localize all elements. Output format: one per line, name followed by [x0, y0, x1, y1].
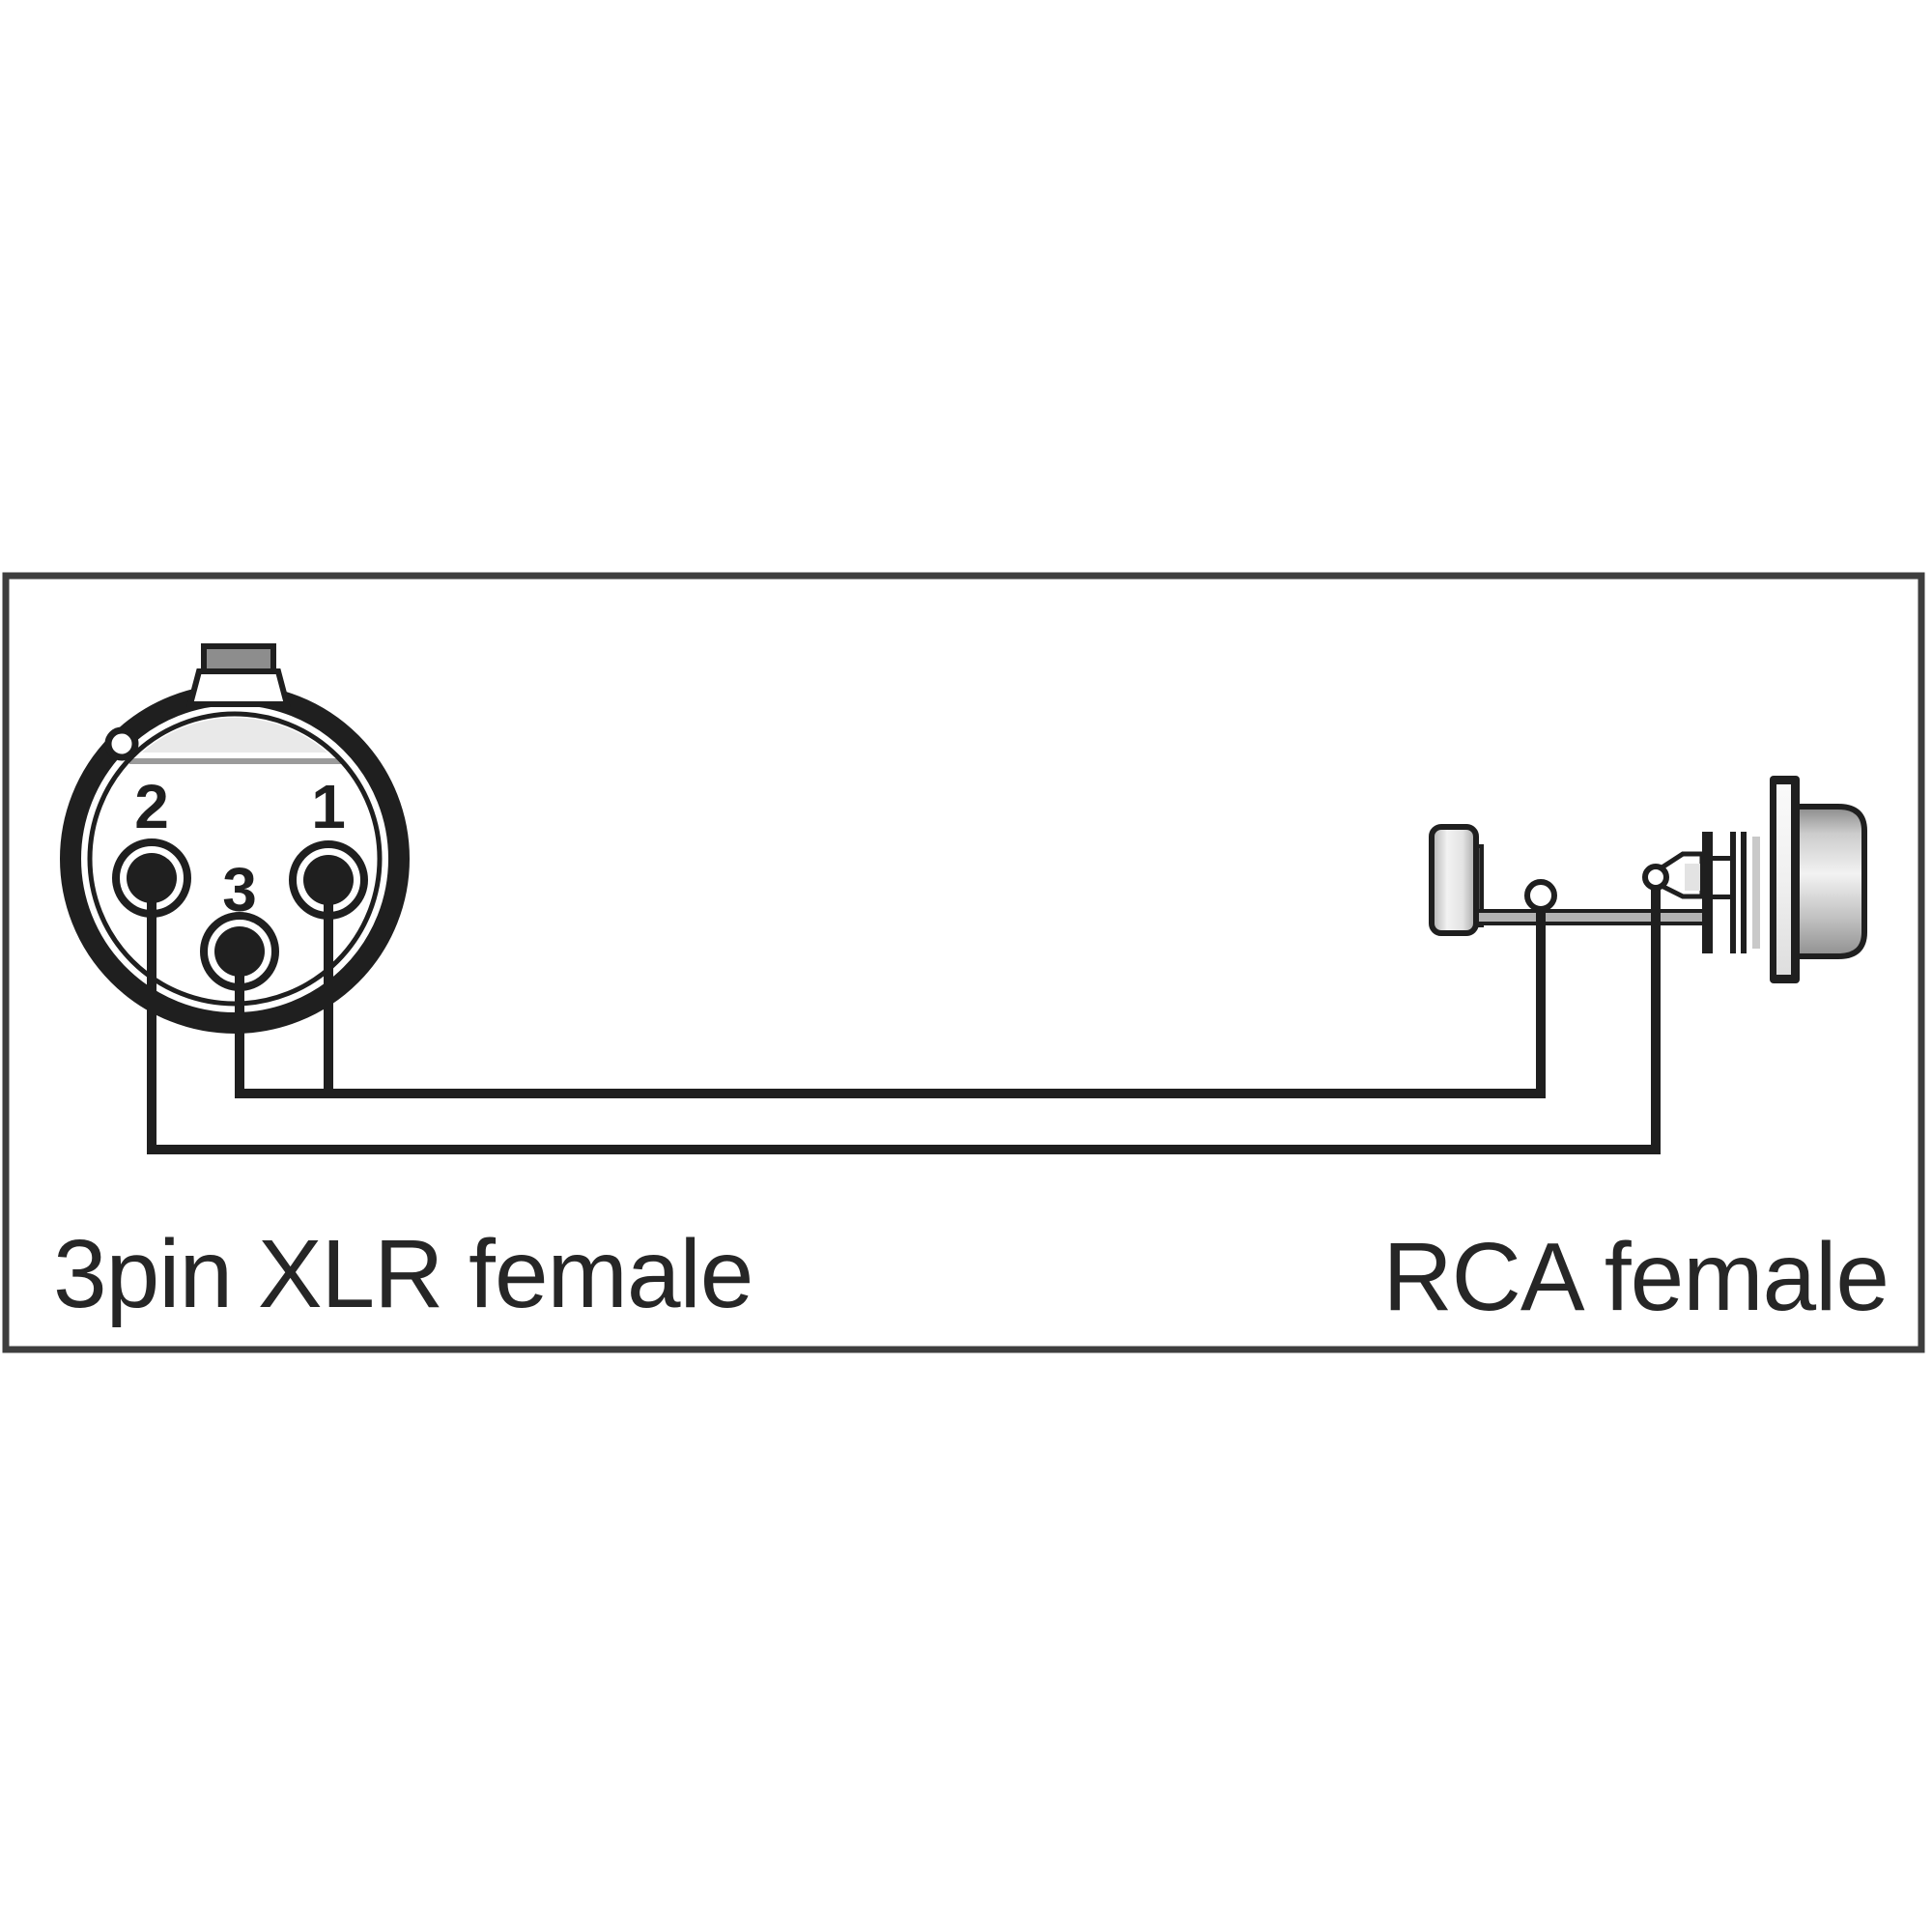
xlr-pin-2-number: 2 — [134, 772, 169, 841]
xlr-pin-3-number: 3 — [222, 855, 257, 924]
rca-plate-3 — [1741, 832, 1747, 953]
rca-plate-shadow — [1752, 837, 1760, 949]
xlr-pin-1-contact — [303, 855, 354, 905]
rca-solder-bar — [1452, 909, 1707, 925]
xlr-insulator-shade — [142, 718, 327, 753]
rca-center-pin-lug — [1642, 864, 1669, 891]
rca-mounting-plate-stripe — [1776, 784, 1791, 975]
rca-plate-link-bottom — [1713, 895, 1730, 899]
xlr-pin-3-contact — [214, 926, 265, 977]
rca-connector-label: RCA female — [1382, 1223, 1889, 1331]
xlr-connector-label: 3pin XLR female — [53, 1220, 753, 1328]
rca-plate-link-top — [1713, 856, 1730, 861]
rca-plate-1 — [1702, 832, 1713, 953]
rca-barrel — [1792, 804, 1867, 959]
xlr-pin-2-contact — [127, 853, 177, 903]
rca-ground-tab — [1429, 824, 1479, 936]
rca-center-pin-cup-inner — [1685, 864, 1700, 891]
rca-ground-lug-hole — [1524, 879, 1557, 912]
wire-ground-pin3-to-rca — [235, 895, 1546, 1098]
wire-hot-pin2-to-rca — [147, 877, 1661, 1154]
xlr-insulator-chord — [129, 758, 341, 764]
rca-plate-2 — [1730, 832, 1736, 953]
xlr-pin-1-number: 1 — [311, 772, 346, 841]
xlr-latch-tab — [186, 668, 291, 707]
rca-female-connector — [1429, 776, 1867, 983]
xlr-keyway-notch — [104, 726, 139, 761]
xlr-latch-top — [201, 643, 276, 674]
